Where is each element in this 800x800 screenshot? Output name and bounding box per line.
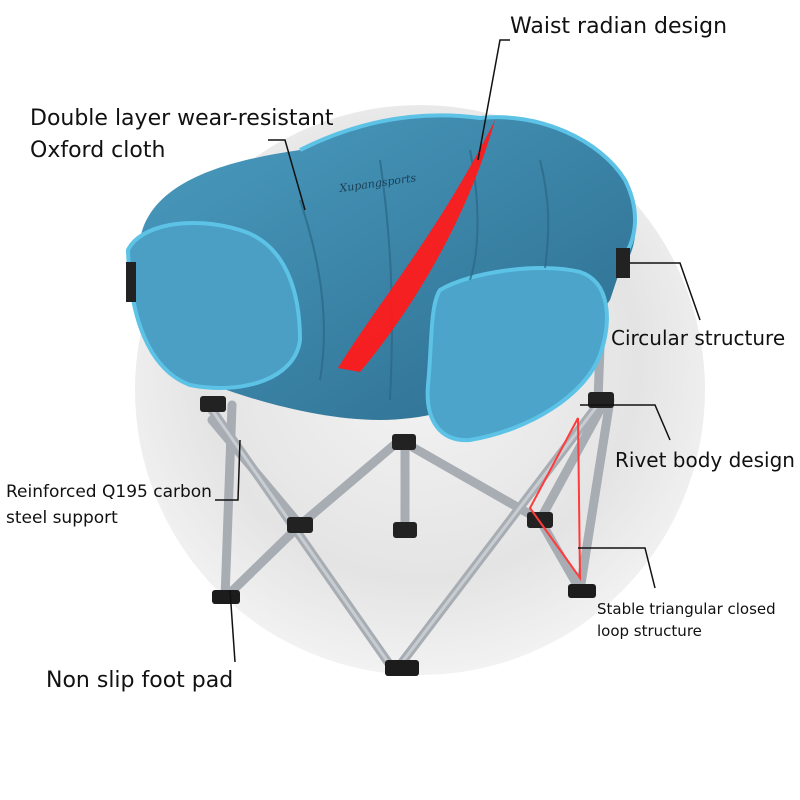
leader-lines xyxy=(215,39,701,663)
callout-steel-line2: steel support xyxy=(6,508,118,528)
waist-curve-highlight xyxy=(338,120,495,372)
rivet-joints xyxy=(200,392,614,538)
foot-pads xyxy=(212,584,596,676)
callout-triangle-line2: loop structure xyxy=(597,622,702,640)
chair-fabric xyxy=(125,113,637,443)
callout-cloth-line1: Double layer wear-resistant xyxy=(30,106,334,131)
callout-triangle-line1: Stable triangular closed xyxy=(597,600,776,618)
callout-waist: Waist radian design xyxy=(510,14,728,39)
triangle-highlight xyxy=(528,417,582,582)
callout-circular: Circular structure xyxy=(611,326,786,350)
callout-rivet: Rivet body design xyxy=(615,448,795,472)
callout-foot: Non slip foot pad xyxy=(46,668,234,693)
callout-steel-line1: Reinforced Q195 carbon xyxy=(6,482,212,502)
callout-cloth-line2: Oxford cloth xyxy=(30,138,166,163)
